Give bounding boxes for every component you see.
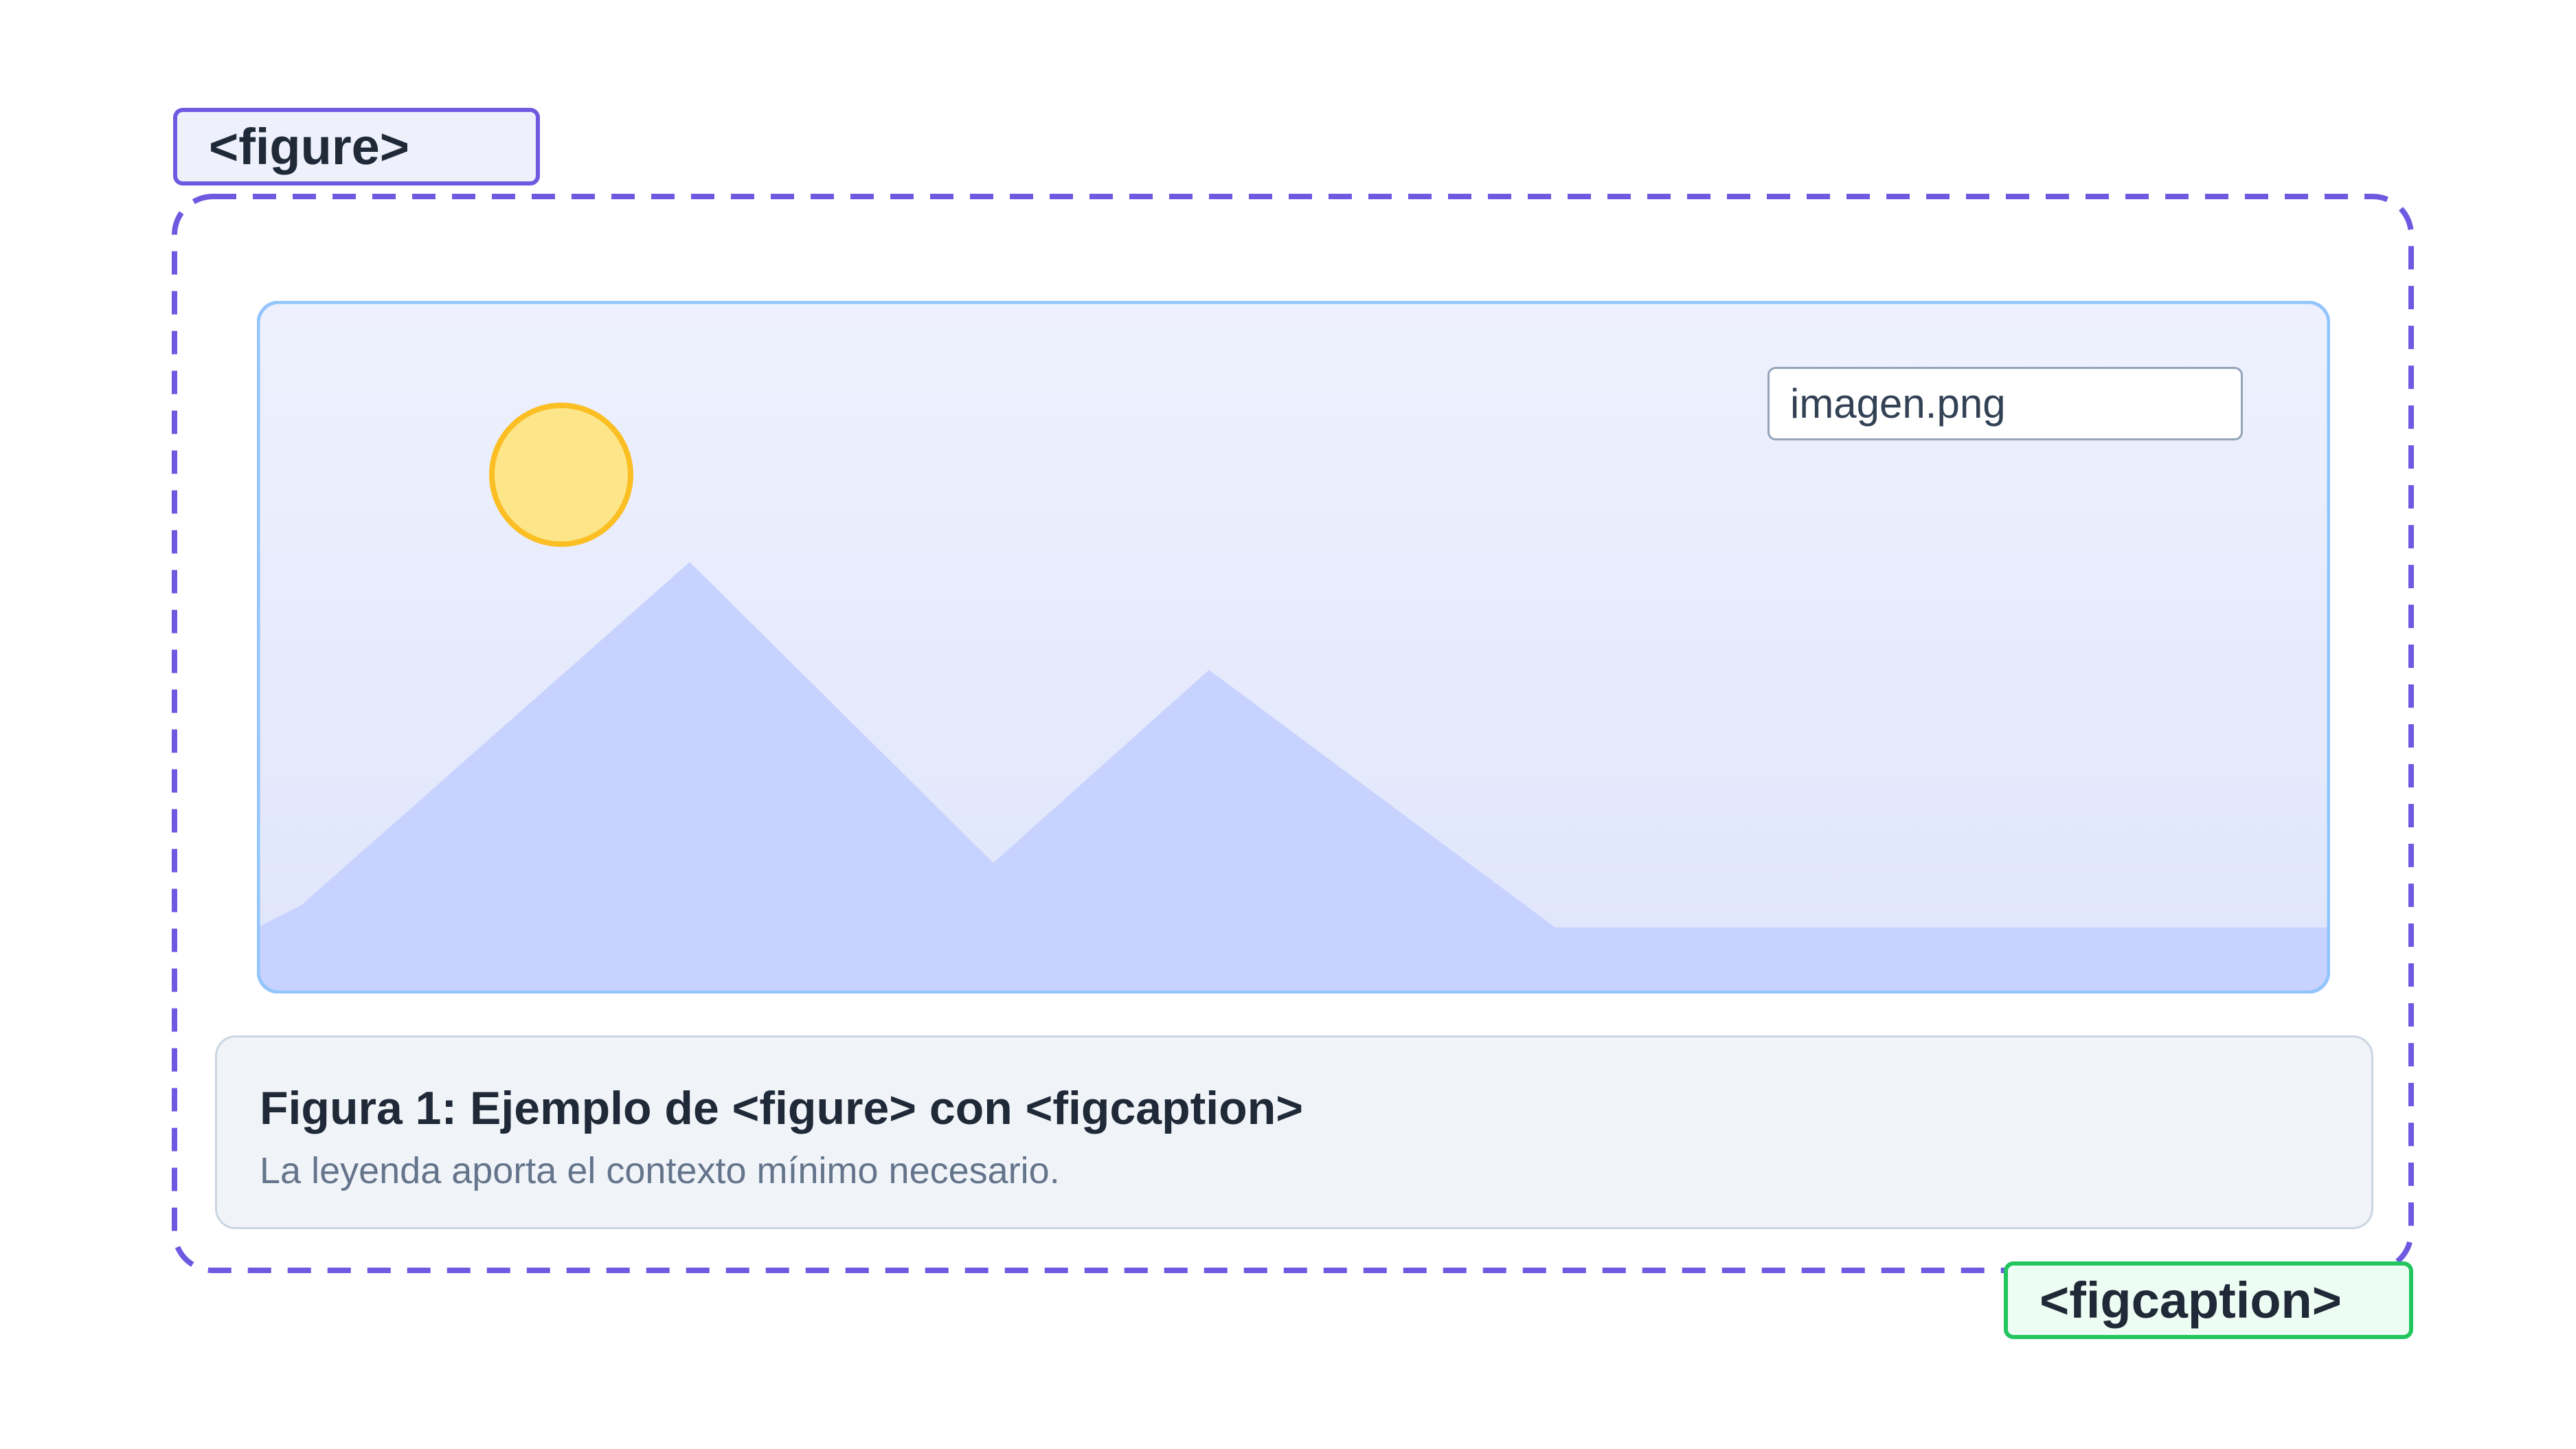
figcaption-tag-label: <figcaption> — [2004, 1261, 2413, 1339]
image-placeholder — [257, 301, 2330, 993]
sun-icon — [489, 403, 633, 547]
figure-outline — [172, 194, 2414, 1273]
mountains-icon — [257, 562, 2330, 993]
image-filename-label: imagen.png — [1767, 367, 2243, 440]
caption-subtitle: La leyenda aporta el contexto mínimo nec… — [260, 1150, 1060, 1191]
figcaption-box: Figura 1: Ejemplo de <figure> con <figca… — [215, 1035, 2373, 1229]
caption-title: Figura 1: Ejemplo de <figure> con <figca… — [260, 1082, 1303, 1134]
figure-tag-label: <figure> — [173, 108, 540, 186]
